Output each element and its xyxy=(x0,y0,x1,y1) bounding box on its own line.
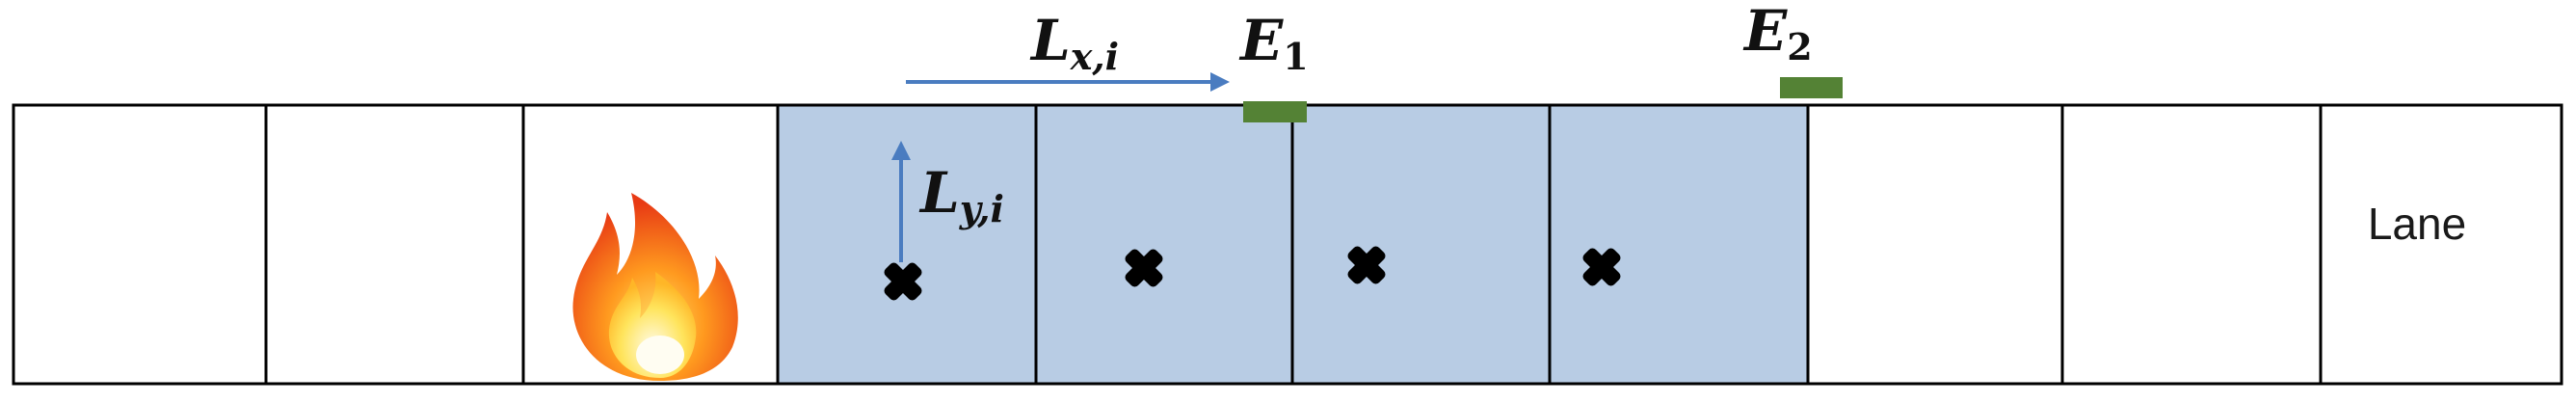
markers xyxy=(884,246,1621,301)
exit-2-bar xyxy=(1780,77,1843,98)
lane-cell-9 xyxy=(2060,103,2323,386)
lane-cells xyxy=(12,103,2563,386)
lane-cell-1 xyxy=(12,103,268,386)
cross-marker-icon xyxy=(1125,249,1163,287)
ly-label: Ly,i xyxy=(918,160,1004,230)
lane-cell-2 xyxy=(264,103,525,386)
fire-icon xyxy=(572,193,738,381)
lane-cell-6 xyxy=(1290,103,1552,386)
lane-cell-5 xyxy=(1034,103,1294,386)
lx-label: Lx,i xyxy=(1029,8,1119,78)
exit-1-label: E1 xyxy=(1238,8,1309,78)
lane-label: Lane xyxy=(2368,199,2466,249)
cross-marker-icon xyxy=(1347,246,1386,284)
cross-marker-icon xyxy=(1582,248,1621,286)
lane-cell-7 xyxy=(1548,103,1810,386)
exit-2-label: E2 xyxy=(1742,0,1813,68)
lane-cell-10 xyxy=(2319,103,2563,386)
lane-cell-8 xyxy=(1806,103,2064,386)
lane-cell-4 xyxy=(776,103,1038,386)
cross-marker-icon xyxy=(884,262,922,301)
exit-1-bar xyxy=(1243,101,1307,122)
